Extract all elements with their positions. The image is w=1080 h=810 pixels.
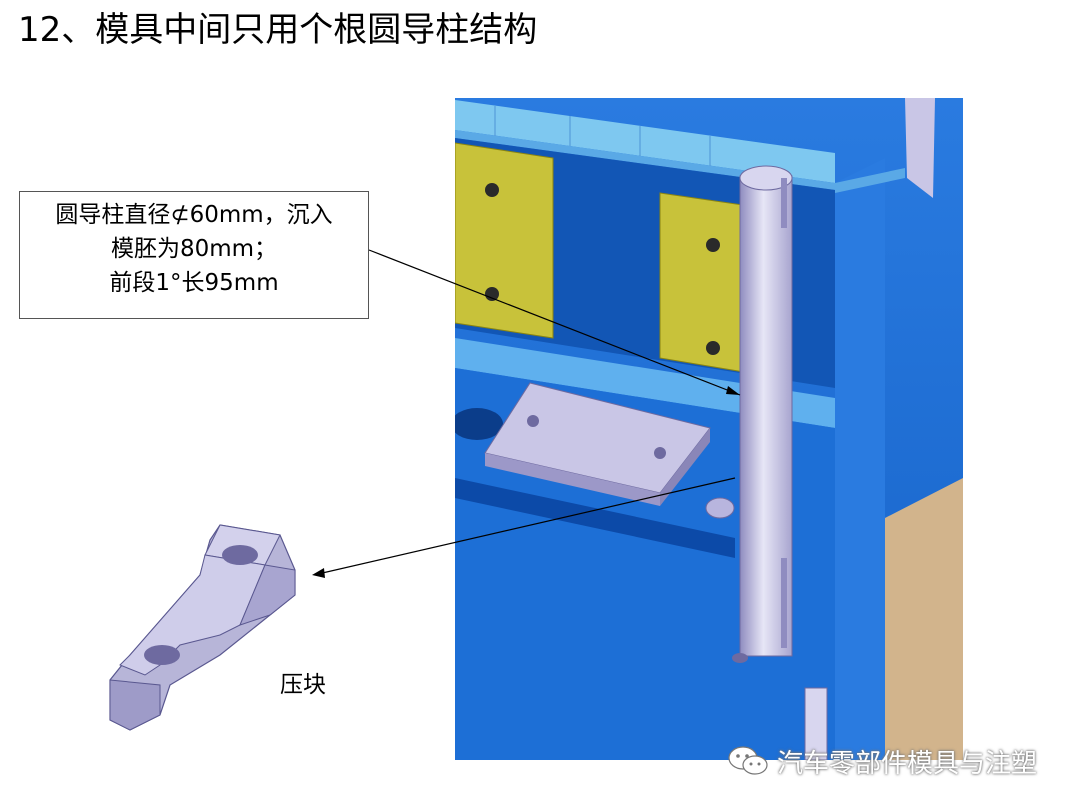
slide-title: 12、模具中间只用个根圆导柱结构 <box>18 10 538 50</box>
wechat-icon <box>728 746 768 775</box>
callout-line: 圆导柱直径⊄60mm，沉入 <box>55 202 333 228</box>
callout-line: 前段1°长95mm <box>109 270 279 296</box>
guide-pillar-callout: 圆导柱直径⊄60mm，沉入 模胚为80mm； 前段1°长95mm <box>19 191 369 319</box>
pressure-block-illustration <box>109 524 296 731</box>
watermark: 汽车零部件模具与注塑 <box>727 742 1037 780</box>
pressure-block-label: 压块 <box>280 672 326 698</box>
callout-line: 模胚为80mm； <box>110 236 278 262</box>
mold-cad-view <box>455 98 963 760</box>
watermark-text: 汽车零部件模具与注塑 <box>777 748 1038 779</box>
